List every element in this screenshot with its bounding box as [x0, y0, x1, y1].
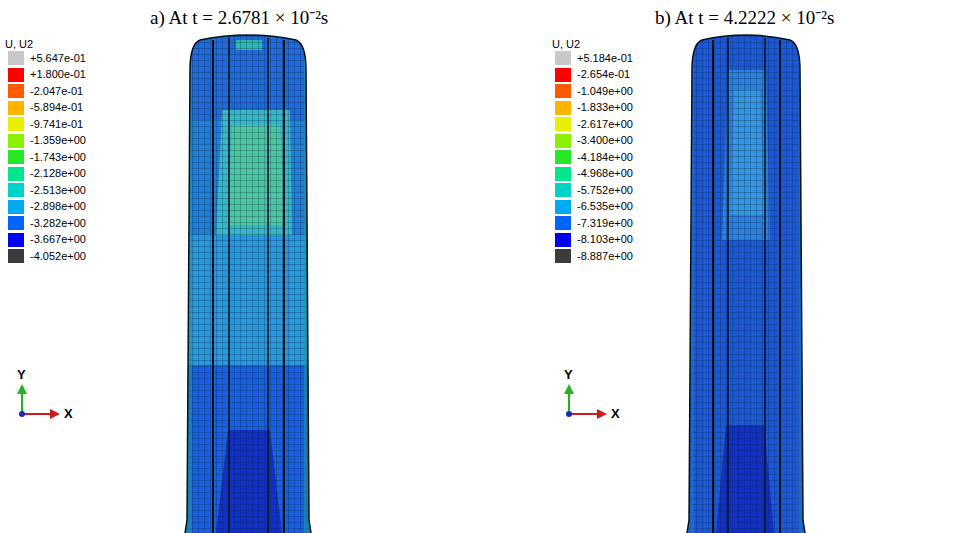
legend-swatch	[8, 68, 24, 82]
legend-value: +1.800e-01	[30, 68, 86, 81]
legend-value: -1.049e+00	[577, 85, 633, 98]
legend-value: -5.752e+00	[577, 184, 633, 197]
legend-swatch	[555, 51, 571, 65]
legend-swatch	[555, 68, 571, 82]
legend-swatch	[555, 134, 571, 148]
legend-value: -4.184e+00	[577, 151, 633, 164]
legend-value: -3.400e+00	[577, 134, 633, 147]
panel-title: b) At t = 4.2222 × 10⁻²s	[655, 4, 834, 30]
legend-swatch	[555, 150, 571, 164]
legend-swatch	[8, 167, 24, 181]
axis-triad-a	[17, 384, 60, 419]
legend-value: -4.968e+00	[577, 167, 633, 180]
legend-swatch	[8, 117, 24, 131]
legend-value: -1.359e+00	[30, 134, 86, 147]
legend-value: -6.535e+00	[577, 200, 633, 213]
legend-value: -1.833e+00	[577, 101, 633, 114]
legend-swatch	[8, 249, 24, 263]
legend-swatch	[8, 216, 24, 230]
legend-value: -2.128e+00	[30, 167, 86, 180]
tire-b	[680, 30, 810, 533]
legend-swatch	[555, 167, 571, 181]
legend-swatch	[8, 150, 24, 164]
legend-value: +5.647e-01	[30, 52, 86, 65]
axis-label: X	[611, 406, 620, 421]
legend-value: -1.743e+00	[30, 151, 86, 164]
axis-label: Y	[564, 367, 573, 382]
legend-swatch	[8, 200, 24, 214]
legend-value: -9.741e-01	[30, 118, 83, 131]
legend-value: -2.898e+00	[30, 200, 86, 213]
legend-value: -7.319e+00	[577, 217, 633, 230]
legend-value: -2.654e-01	[577, 68, 630, 81]
legend-value: -8.887e+00	[577, 250, 633, 263]
legend-value: -5.894e-01	[30, 101, 83, 114]
legend-swatch	[555, 183, 571, 197]
variable-name: U, U2	[5, 38, 33, 50]
legend-swatch	[8, 233, 24, 247]
legend-value: -8.103e+00	[577, 233, 633, 246]
tire-a-grooves	[185, 35, 311, 533]
panel-title: a) At t = 2.6781 × 10⁻²s	[150, 4, 328, 30]
legend-swatch	[8, 134, 24, 148]
legend-swatch	[555, 101, 571, 115]
legend-value: -4.052e+00	[30, 250, 86, 263]
legend-swatch	[555, 84, 571, 98]
variable-name: U, U2	[552, 38, 580, 50]
legend-value: -2.617e+00	[577, 118, 633, 131]
legend-swatch	[555, 200, 571, 214]
legend-swatch	[555, 249, 571, 263]
legend-value: +5.184e-01	[577, 52, 633, 65]
legend-swatch	[8, 84, 24, 98]
tire-a	[180, 30, 320, 533]
legend-swatch	[555, 216, 571, 230]
legend-swatch	[555, 233, 571, 247]
legend-value: -3.667e+00	[30, 233, 86, 246]
tire-b-grooves	[687, 35, 805, 533]
legend-value: -2.513e+00	[30, 184, 86, 197]
legend-swatch	[8, 51, 24, 65]
axis-label: X	[64, 406, 73, 421]
legend-value: -2.047e-01	[30, 85, 83, 98]
axis-triad-b	[564, 384, 607, 419]
legend-swatch	[8, 183, 24, 197]
legend-swatch	[555, 117, 571, 131]
legend-value: -3.282e+00	[30, 217, 86, 230]
legend-swatch	[8, 101, 24, 115]
axis-label: Y	[17, 367, 26, 382]
